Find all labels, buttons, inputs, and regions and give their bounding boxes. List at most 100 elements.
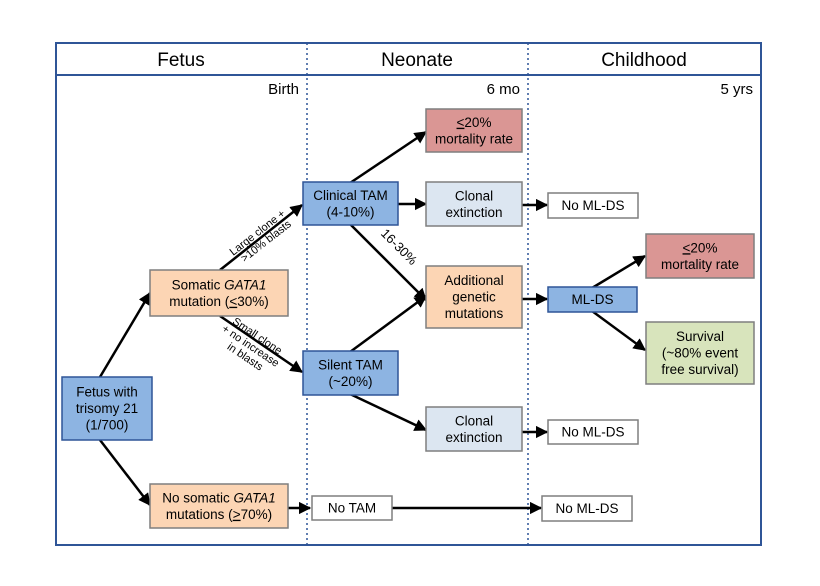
- node-label-text: extinction: [445, 430, 502, 445]
- node-label-line: (4-10%): [326, 204, 374, 219]
- node-label-text: mortality rate: [435, 131, 513, 146]
- node-label-line: No ML-DS: [555, 501, 618, 516]
- node-label-line: ML-DS: [571, 292, 613, 307]
- node-label-text: mutation (: [169, 294, 230, 309]
- node-clinical-tam: Clinical TAM(4-10%): [302, 181, 399, 226]
- edge-somatic-to-clinical: [219, 204, 303, 271]
- node-label-line: extinction: [445, 205, 502, 220]
- node-label-text: mutations: [445, 306, 504, 321]
- node-box: [302, 350, 399, 396]
- node-box: [547, 192, 639, 219]
- node-box: [547, 286, 638, 313]
- node-label-line: mutations: [445, 306, 504, 321]
- node-box: [149, 269, 289, 317]
- node-label-text: Clonal: [455, 188, 493, 203]
- node-label-text: No somatic: [162, 490, 233, 505]
- node-label-line: Fetus with: [76, 385, 138, 400]
- node-label: Clonal extinction: [445, 413, 502, 445]
- node-label-line: trisomy 21: [76, 401, 138, 416]
- node-label-line: Clonal: [455, 188, 493, 203]
- node-box: [547, 419, 639, 445]
- node-label-line: Survival: [676, 329, 724, 344]
- edge-mlds-to-mortality: [591, 254, 647, 290]
- node-no-mlds-1: No ML-DS: [547, 192, 639, 219]
- node-label-line: <20%: [683, 240, 718, 255]
- edge-clinical-to-mortality: [349, 130, 428, 185]
- edge-trisomy-to-nosomatic: [99, 439, 151, 506]
- edges: [98, 130, 647, 515]
- node-no-mlds-3: No ML-DS: [541, 495, 633, 522]
- node-label-line: No TAM: [328, 501, 376, 516]
- edge-silent-to-clonal2: [349, 392, 428, 432]
- node-label: No TAM: [328, 501, 376, 516]
- node-label: No ML-DS: [555, 501, 618, 516]
- node-label-underlined: >: [233, 507, 241, 522]
- node-box: [311, 495, 393, 521]
- time-mark-6mo: 6 mo: [487, 81, 520, 98]
- node-box: [425, 108, 523, 153]
- node-label-text: Clonal: [455, 413, 493, 428]
- node-label-text: 20%: [464, 115, 491, 130]
- node-label-line: No ML-DS: [561, 198, 624, 213]
- node-label-text: (1/700): [86, 418, 129, 433]
- node-clonal-extinction-1: Clonal extinction: [425, 181, 523, 227]
- node-label-text: No ML-DS: [555, 501, 618, 516]
- node-box: [425, 265, 523, 329]
- node-label: ML-DS: [571, 292, 613, 307]
- node-label-text: No TAM: [328, 501, 376, 516]
- header-neonate: Neonate: [381, 50, 453, 71]
- node-label-text: trisomy 21: [76, 401, 138, 416]
- node-label: Clinical TAM(4-10%): [313, 188, 388, 220]
- node-label: <20%mortality rate: [435, 115, 513, 147]
- node-label-text: Survival: [676, 329, 724, 344]
- node-label-text: ML-DS: [571, 292, 613, 307]
- node-box: [302, 181, 399, 226]
- node-box: [541, 495, 633, 522]
- edge-silent-to-additional: [349, 294, 428, 354]
- node-label-text: Fetus with: [76, 385, 138, 400]
- node-label-text: mutations (: [166, 507, 233, 522]
- node-label: Silent TAM (~20%): [318, 357, 383, 389]
- node-label-line: Additional: [444, 273, 503, 288]
- node-label-text: (~20%): [329, 374, 373, 389]
- node-label: <20% mortality rate: [661, 240, 739, 272]
- node-label-text: No ML-DS: [561, 198, 624, 213]
- node-label-italic: GATA1: [224, 277, 266, 292]
- node-label-text: (~80% event: [662, 346, 738, 361]
- node-mortality-neonate: <20%mortality rate: [425, 108, 523, 153]
- node-label: No ML-DS: [561, 425, 624, 440]
- node-label-text: No ML-DS: [561, 425, 624, 440]
- node-label-text: 30%): [237, 294, 269, 309]
- node-label-text: Clinical TAM: [313, 188, 388, 203]
- node-box: [645, 321, 755, 385]
- node-label-italic: GATA1: [234, 490, 276, 505]
- node-label-line: mortality rate: [435, 131, 513, 146]
- time-mark-birth: Birth: [268, 81, 299, 98]
- node-silent-tam: Silent TAM (~20%): [302, 350, 399, 396]
- node-mortality-child: <20% mortality rate: [645, 233, 755, 279]
- node-label-line: Clonal: [455, 413, 493, 428]
- node-box: [425, 406, 523, 452]
- node-label: Clonal extinction: [445, 188, 502, 220]
- node-label-text: Silent TAM: [318, 357, 383, 372]
- node-label-text: 70%): [241, 507, 273, 522]
- node-label-line: <20%: [457, 115, 492, 130]
- header-childhood: Childhood: [601, 50, 687, 71]
- node-no-tam: No TAM: [311, 495, 393, 521]
- node-label-line: mortality rate: [661, 257, 739, 272]
- node-label-line: mutations (>70%): [166, 507, 272, 522]
- node-mlds: ML-DS: [547, 286, 638, 313]
- node-label-line: (~80% event: [662, 346, 738, 361]
- node-label-line: (1/700): [86, 418, 129, 433]
- edge-somatic-to-silent: [219, 314, 304, 374]
- node-label-line: (~20%): [329, 374, 373, 389]
